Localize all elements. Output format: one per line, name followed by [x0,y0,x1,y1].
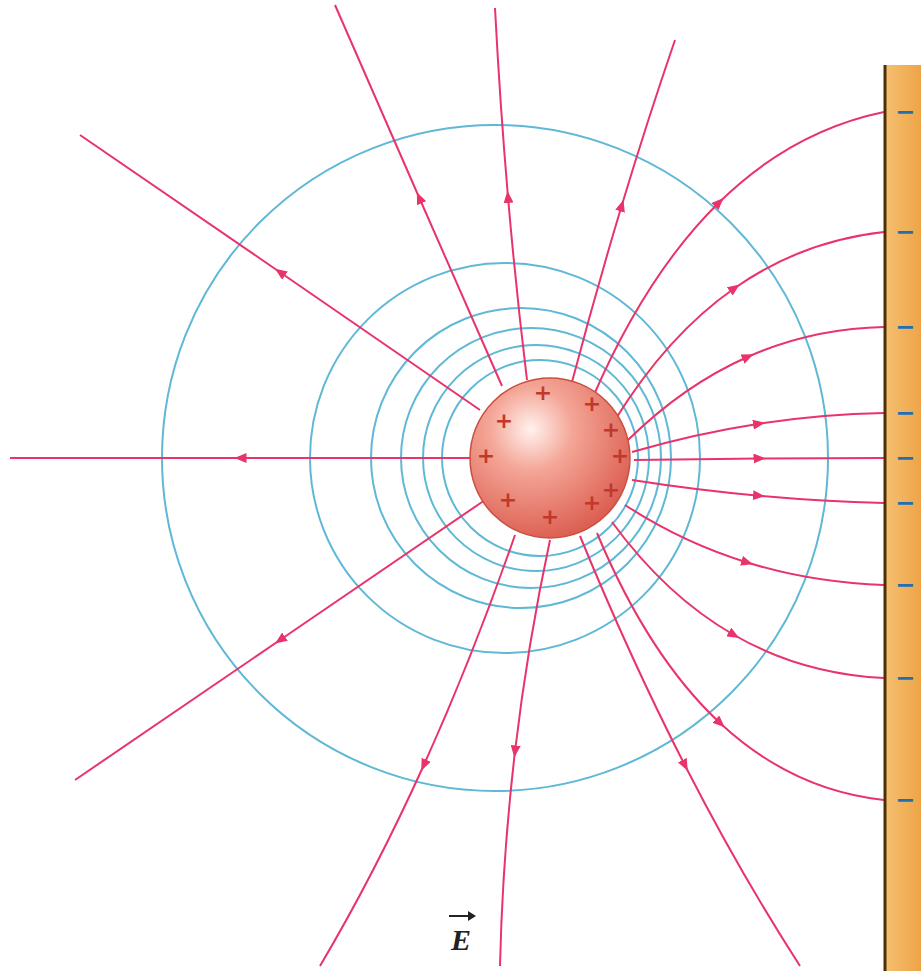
charged-sphere [470,378,630,538]
plus-sign: + [611,445,629,467]
plus-sign: + [495,410,513,432]
plus-sign: + [583,393,601,415]
minus-sign: − [895,220,915,244]
minus-sign: − [895,491,915,515]
field-line [580,536,800,966]
minus-sign: − [895,446,915,470]
field-line [615,232,884,420]
plus-sign: + [602,419,620,441]
field-line [80,135,480,410]
field-line [597,533,884,800]
plus-sign: + [534,382,552,404]
field-line [572,40,675,382]
minus-sign: − [895,100,915,124]
minus-sign: − [895,666,915,690]
field-line [320,535,515,966]
field-line [628,327,884,440]
field-line [634,458,884,460]
plus-sign: + [477,445,495,467]
plus-sign: + [583,492,601,514]
field-line [335,5,502,386]
field-line [632,480,884,503]
field-lines [10,5,884,966]
field-line [75,500,485,780]
minus-sign: − [895,315,915,339]
field-line [495,8,527,380]
field-line [625,505,884,585]
field-line [593,112,884,397]
field-line [612,522,884,678]
field-line [10,457,472,459]
plus-sign: + [541,506,559,528]
field-vector-label: E [451,925,471,955]
plus-sign: + [602,479,620,501]
conducting-plate [885,65,921,971]
vector-arrow [449,911,476,921]
minus-sign: − [895,401,915,425]
field-line [632,413,884,452]
plate-edge [884,65,887,971]
field-line [500,540,550,966]
minus-sign: − [895,788,915,812]
sphere-charges: ++++++++++ [470,378,630,538]
plus-sign: + [499,489,517,511]
plate-charges: − − − − − − − − − [886,65,921,971]
minus-sign: − [895,573,915,597]
